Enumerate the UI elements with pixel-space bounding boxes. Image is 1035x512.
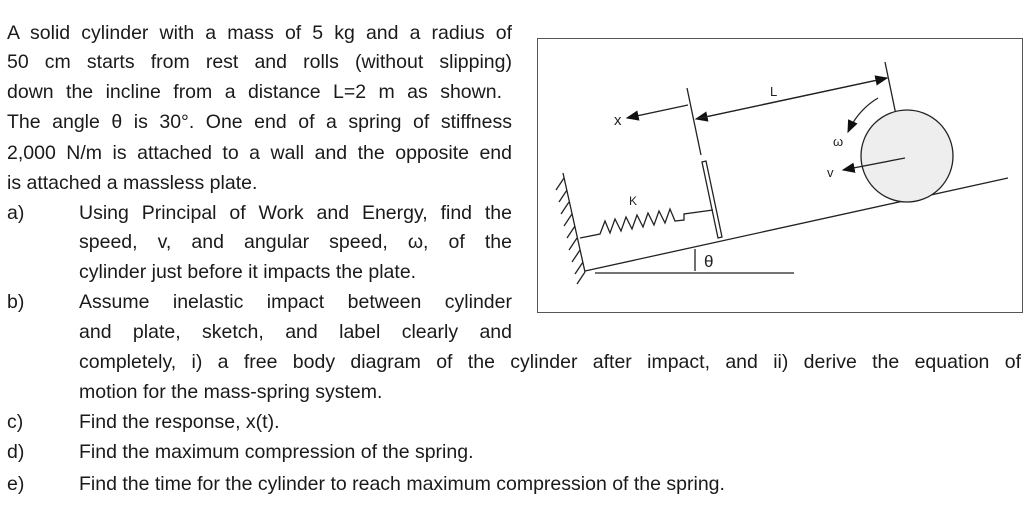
part-a-line: cylinder just before it impacts the plat… [79,261,417,283]
omega-label: ω [833,134,843,149]
part-b-line: Assume inelastic impact between cylinder [79,291,512,313]
massless-plate [700,159,723,239]
part-a-line: Using Principal of Work and Energy, find… [79,202,512,224]
wall [561,172,586,272]
L-arrow-right [695,74,888,120]
part-a-label: a) [7,202,25,224]
spring [579,206,713,239]
wall-hatch [554,177,586,284]
theta-label: θ [704,252,713,271]
part-b-line: completely, i) a free body diagram of th… [79,351,1021,373]
intro-line: down the incline from a distance L=2 m a… [7,81,502,103]
part-b-line: and plate, sketch, and label clearly and [79,321,512,343]
part-b-label: b) [7,291,25,313]
omega-arrow [846,96,878,133]
K-label: K [629,194,637,208]
part-a-line: speed, v, and angular speed, ω, of the [79,231,512,253]
cylinder [859,108,954,203]
part-e-label: e) [7,473,25,495]
part-d-line: Find the maximum compression of the spri… [79,441,474,463]
intro-line: A solid cylinder with a mass of 5 kg and… [7,22,512,44]
incline-surface [584,176,1008,272]
intro-line: 2,000 N/m is attached to a wall and the … [7,142,512,164]
intro-line: is attached a massless plate. [7,172,258,194]
part-b-line: motion for the mass-spring system. [79,381,383,403]
x-arrow [625,103,688,121]
incline-diagram: x L ω v K θ [537,38,1023,313]
part-e-line: Find the time for the cylinder to reach … [79,473,725,495]
intro-line: The angle θ is 30°. One end of a spring … [7,111,512,133]
L-label: L [770,84,777,99]
part-c-label: c) [7,411,24,433]
v-label: v [827,165,834,180]
x-label: x [614,112,622,129]
v-arrow [841,156,905,173]
intro-line: 50 cm starts from rest and rolls (withou… [7,51,512,73]
part-c-line: Find the response, x(t). [79,411,280,433]
part-d-label: d) [7,441,25,463]
plate-reference-line [685,87,702,155]
diagram-svg: x L ω v K θ [554,61,1008,284]
